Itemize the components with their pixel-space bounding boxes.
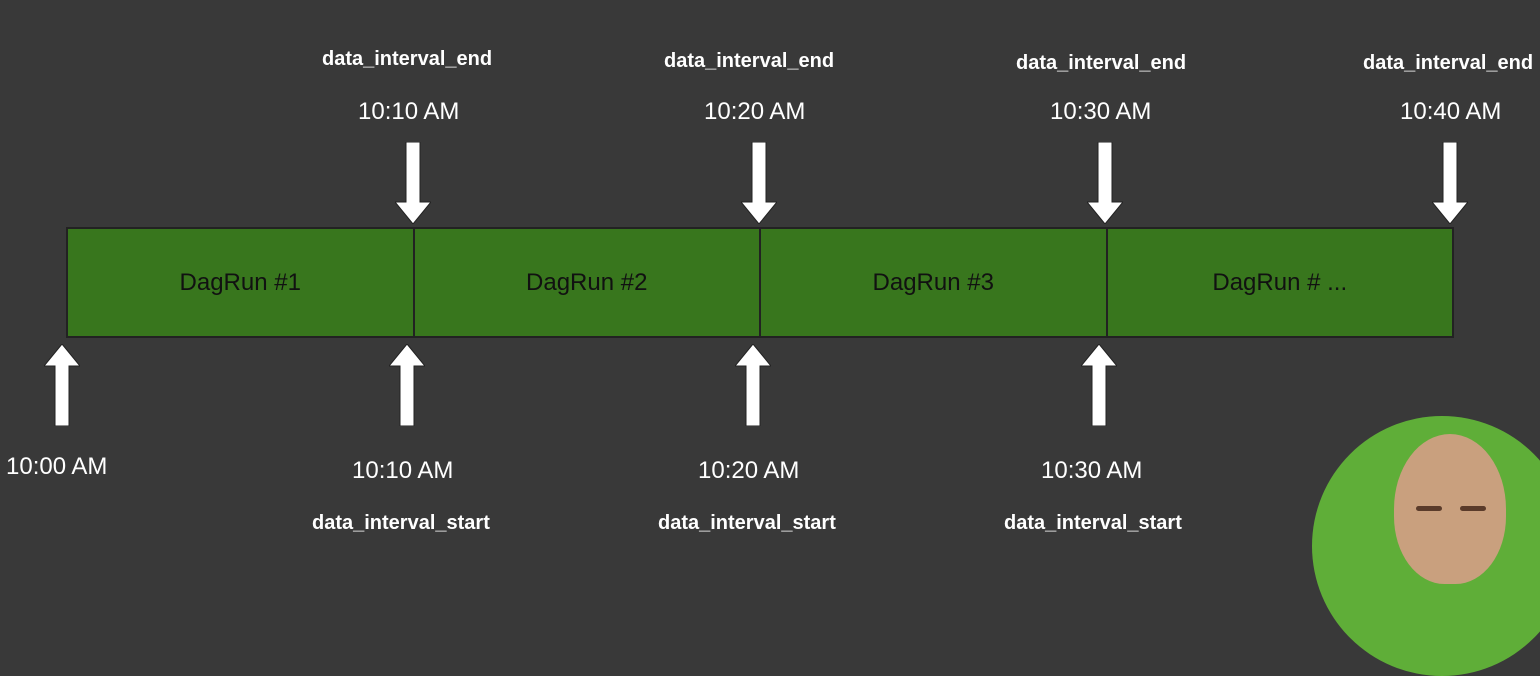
data-interval-start-label-3: data_interval_start	[1004, 512, 1182, 534]
arrow-down-icon	[395, 142, 431, 224]
dagrun-segment-1: DagRun #1	[68, 229, 415, 336]
eye-right	[1460, 506, 1486, 511]
presenter-webcam	[1312, 416, 1540, 676]
arrow-down-icon	[741, 142, 777, 224]
data-interval-end-label-4: data_interval_end	[1363, 52, 1534, 74]
end-time-1: 10:10 AM	[358, 98, 460, 125]
arrow-up-icon	[389, 344, 425, 426]
dagrun-timeline: DagRun #1 DagRun #2 DagRun #3 DagRun # .…	[66, 227, 1454, 338]
eye-left	[1416, 506, 1442, 511]
arrow-up-icon	[44, 344, 80, 426]
end-time-4: 10:40 AM	[1400, 98, 1502, 125]
dagrun-segment-4: DagRun # ...	[1107, 229, 1452, 336]
data-interval-end-label-3: data_interval_end	[1016, 52, 1187, 74]
arrow-up-icon	[1081, 344, 1117, 426]
dagrun-label: DagRun #1	[179, 268, 301, 296]
arrow-down-icon	[1087, 142, 1123, 224]
arrow-up-icon	[735, 344, 771, 426]
start-time-1: 10:10 AM	[352, 457, 454, 484]
end-time-3: 10:30 AM	[1050, 98, 1152, 125]
dagrun-label: DagRun #3	[872, 268, 994, 296]
arrow-down-icon	[1432, 142, 1468, 224]
presenter-face	[1394, 434, 1506, 584]
dagrun-segment-3: DagRun #3	[761, 229, 1108, 336]
start-time-0: 10:00 AM	[6, 453, 108, 480]
dagrun-label: DagRun #2	[526, 268, 648, 296]
data-interval-end-label-1: data_interval_end	[322, 48, 493, 70]
data-interval-start-label-2: data_interval_start	[658, 512, 836, 534]
start-time-3: 10:30 AM	[1041, 457, 1143, 484]
data-interval-end-label-2: data_interval_end	[664, 50, 835, 72]
dagrun-label: DagRun # ...	[1212, 268, 1348, 296]
start-time-2: 10:20 AM	[698, 457, 800, 484]
end-time-2: 10:20 AM	[704, 98, 806, 125]
dagrun-segment-2: DagRun #2	[414, 229, 761, 336]
data-interval-start-label-1: data_interval_start	[312, 512, 490, 534]
